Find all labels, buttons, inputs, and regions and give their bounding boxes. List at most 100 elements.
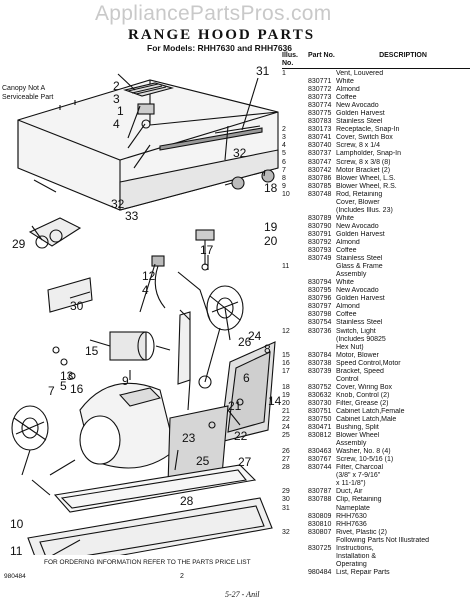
blower-wheel-left	[11, 405, 49, 451]
illus-number: 32	[282, 528, 290, 536]
part-number: 830774	[308, 102, 332, 110]
speed-control	[195, 229, 215, 241]
part-number: 830772	[308, 86, 332, 94]
part-number: 830789	[308, 214, 332, 222]
part-number: 830775	[308, 110, 332, 118]
part-number: 830471	[308, 424, 332, 432]
illus-number: 4	[282, 142, 286, 150]
part-number	[308, 199, 336, 207]
part-description: White	[336, 214, 354, 222]
blower-housing	[79, 382, 176, 469]
watermark: AppliancePartsPros.com	[95, 2, 332, 25]
illus-number: 17	[282, 367, 290, 375]
illus-number: 27	[282, 456, 290, 464]
illus-number: 22	[282, 416, 290, 424]
header-part: Part No.	[308, 52, 335, 59]
illus-number	[282, 303, 308, 311]
illus-number	[282, 199, 308, 207]
parts-row: Assembly	[282, 440, 470, 448]
part-description: Coffee	[336, 94, 357, 102]
part-description: Assembly	[336, 440, 367, 448]
part-description: Almond	[336, 86, 360, 94]
illus-number	[282, 247, 308, 255]
air-duct	[28, 217, 82, 247]
part-number: 830750	[308, 416, 332, 424]
part-number: 830754	[308, 319, 332, 327]
part-number	[308, 376, 336, 384]
illus-number	[282, 239, 308, 247]
part-number	[308, 537, 336, 545]
nameplate	[159, 127, 263, 151]
callout-number: 12	[142, 269, 156, 283]
header-description: DESCRIPTION	[379, 52, 427, 59]
part-number: 830748	[308, 190, 332, 198]
illus-number: 11	[282, 263, 290, 271]
part-description: Filter, Charcoal	[336, 464, 384, 472]
illus-number	[282, 545, 308, 553]
part-number: 830796	[308, 295, 332, 303]
part-description: Cabinet Latch,Female	[336, 407, 405, 415]
callout-number: 30	[70, 299, 84, 313]
illus-number: 18	[282, 383, 290, 391]
parts-row: 10 830748 Rod, Retaining	[282, 191, 470, 199]
callout-number: 31	[256, 64, 270, 78]
part-description: New Avocado	[336, 222, 379, 230]
illus-number	[282, 440, 308, 448]
part-description: Speed Control,Motor	[336, 359, 401, 367]
part-description: Motor Bracket (2)	[336, 166, 391, 174]
illus-number	[282, 295, 308, 303]
parts-row: 830789 White	[282, 215, 470, 223]
page-number: 2	[180, 573, 184, 580]
blower-cover	[27, 497, 273, 555]
illus-number	[282, 86, 308, 94]
illus-number	[282, 255, 308, 263]
illus-number: 1	[282, 70, 286, 77]
glass-frame	[53, 464, 257, 513]
illus-number: 7	[282, 166, 286, 174]
parts-row: 830772 Almond	[282, 86, 470, 94]
callout-number: 1	[117, 104, 124, 118]
callout-number: 4	[113, 117, 120, 131]
callout-number: 27	[238, 455, 252, 469]
document-number: 980484	[4, 573, 26, 580]
illus-number: 10	[282, 190, 290, 198]
part-description: Lampholder, Snap-In	[336, 150, 401, 158]
part-number: 830744	[308, 464, 332, 472]
part-description: Screw, 10-5/16 (1)	[336, 456, 394, 464]
illus-number	[282, 513, 308, 521]
part-number	[308, 561, 336, 569]
part-description: White	[336, 78, 354, 86]
part-number: 830812	[308, 432, 332, 440]
part-description: Rod, Retaining	[336, 190, 383, 198]
part-description: Almond	[336, 238, 360, 246]
part-description: (Includes Illus. 23)	[336, 206, 393, 214]
illus-number	[282, 344, 308, 352]
part-description: New Avocado	[336, 287, 379, 295]
parts-row: (3/8" x 7-9/16"	[282, 472, 470, 480]
illus-number	[282, 94, 308, 102]
ordering-note: FOR ORDERING INFORMATION REFER TO THE PA…	[44, 559, 251, 566]
callout-number: 22	[234, 429, 248, 443]
part-description: Motor, Blower	[336, 351, 379, 359]
part-description: Screw, 8 x 1/4	[336, 142, 380, 150]
part-description: RHH7636	[336, 520, 367, 528]
illus-number	[282, 223, 308, 231]
illus-number	[282, 271, 308, 279]
part-number: 830736	[308, 327, 332, 335]
part-number: 830792	[308, 238, 332, 246]
part-description: Nameplate	[336, 504, 370, 512]
